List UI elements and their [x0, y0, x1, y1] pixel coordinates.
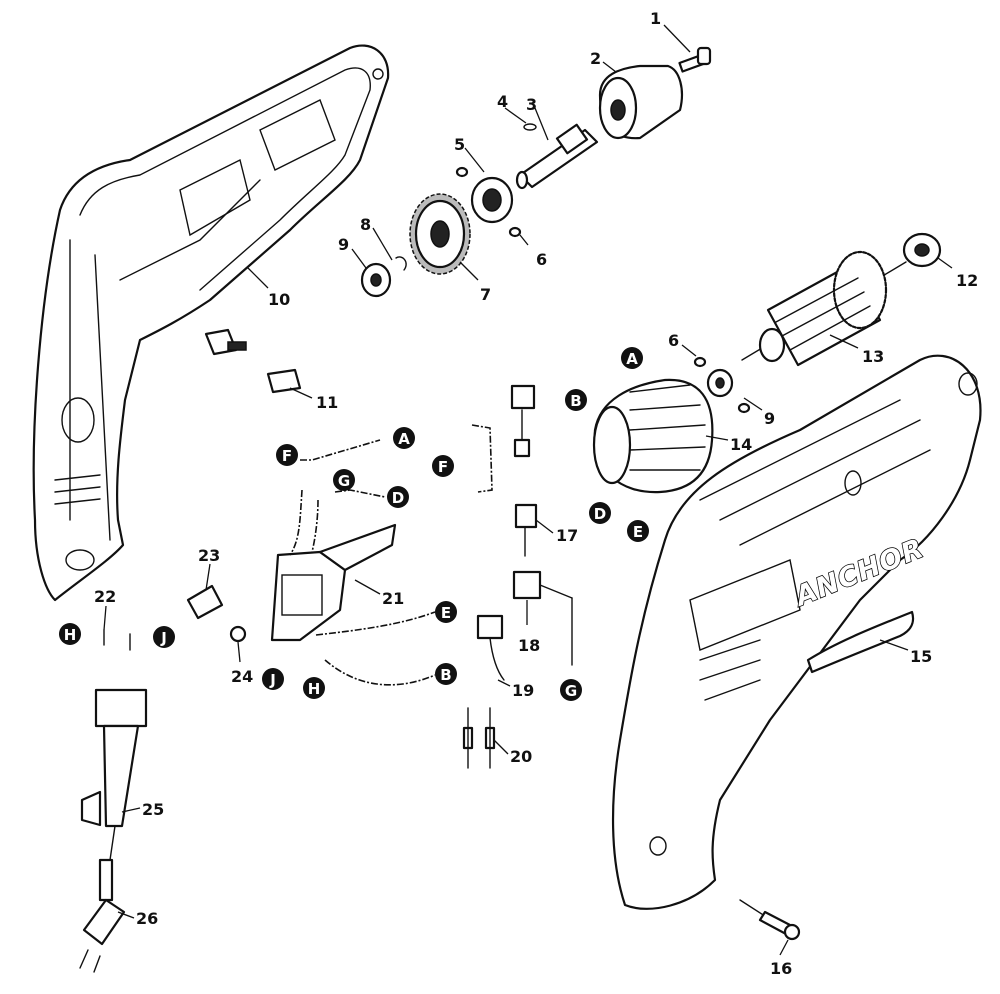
part-label-22: 22	[94, 587, 116, 606]
part-label-2: 2	[590, 49, 601, 68]
connector-badge-B: B	[435, 663, 457, 685]
retaining-ring-part	[737, 402, 751, 414]
brush-holder-part	[512, 570, 573, 666]
part-label-26: 26	[136, 909, 158, 928]
svg-text:F: F	[438, 458, 448, 476]
screw-part	[229, 625, 247, 643]
part-label-3: 3	[526, 95, 537, 114]
circlip-part	[395, 256, 407, 271]
connector-badge-E: E	[627, 520, 649, 542]
leader-lines	[103, 24, 953, 956]
spindle-part	[515, 123, 599, 190]
part-label-11: 11	[316, 393, 338, 412]
svg-text:J: J	[269, 671, 276, 689]
svg-text:B: B	[440, 666, 451, 684]
cord-guard-part	[80, 688, 148, 861]
connector-badge-F: F	[432, 455, 454, 477]
connector-badge-J: J	[153, 626, 175, 648]
connector-badge-G: G	[560, 679, 582, 701]
connector-badge-J: J	[262, 668, 284, 690]
retaining-ring-part	[693, 356, 707, 368]
connector-badge-D: D	[589, 502, 611, 524]
connector-badge-B: B	[565, 389, 587, 411]
small-bearing-part	[706, 368, 734, 398]
connector-badge-D: D	[387, 486, 409, 508]
carbon-brush-part	[514, 503, 538, 557]
svg-text:G: G	[565, 682, 577, 700]
svg-text:H: H	[64, 626, 77, 644]
connector-badge-H: H	[303, 677, 325, 699]
svg-text:D: D	[594, 505, 606, 523]
connector-badge-E: E	[435, 601, 457, 623]
part-label-20: 20	[510, 747, 532, 766]
brush-holder-part	[266, 368, 302, 394]
capacitor-part	[476, 614, 505, 681]
part-label-6: 6	[536, 250, 547, 269]
stator-part	[592, 378, 714, 494]
connector-badge-A: A	[621, 347, 643, 369]
part-label-15: 15	[910, 647, 932, 666]
part-label-7: 7	[480, 285, 491, 304]
svg-text:D: D	[392, 489, 404, 507]
part-label-9: 9	[338, 235, 349, 254]
retaining-ring-part	[455, 166, 469, 178]
part-label-12: 12	[956, 271, 978, 290]
part-label-10: 10	[268, 290, 290, 309]
part-label-24: 24	[231, 667, 253, 686]
connector-badge-A: A	[393, 427, 415, 449]
bearing-part	[470, 176, 514, 224]
key-part	[523, 123, 537, 131]
armature-part	[741, 250, 907, 367]
connector-letters: A B F G D F A B D E E H J J H G	[59, 347, 649, 701]
svg-text:E: E	[633, 523, 643, 541]
connector-badge-H: H	[59, 623, 81, 645]
svg-text:F: F	[282, 447, 292, 465]
part-label-16: 16	[770, 959, 792, 978]
part-label-23: 23	[198, 546, 220, 565]
connector-terminal-part	[462, 707, 496, 769]
svg-text:A: A	[398, 430, 410, 448]
part-label-5: 5	[454, 135, 465, 154]
part-label-25: 25	[142, 800, 164, 819]
part-label-14: 14	[730, 435, 752, 454]
armature-bearing-part	[902, 232, 942, 268]
brush-holder-part	[204, 328, 247, 356]
svg-text:H: H	[308, 680, 321, 698]
carbon-brush-part	[510, 384, 536, 458]
part-label-8: 8	[360, 215, 371, 234]
part-label-21: 21	[382, 589, 404, 608]
svg-text:J: J	[160, 629, 167, 647]
part-label-9b: 9	[764, 409, 775, 428]
retaining-ring-part	[508, 226, 522, 238]
wiring	[289, 424, 493, 686]
left-housing-half	[32, 44, 390, 602]
gear-part	[409, 193, 471, 275]
drill-chuck-part	[598, 64, 684, 140]
part-number-labels: 1 2 3 4 5 6 7 8 9 10 11 12 13 6 9 14 15 …	[94, 9, 978, 978]
housing-screw-part	[739, 899, 801, 941]
small-bearing-part	[360, 262, 392, 298]
svg-text:A: A	[626, 350, 638, 368]
cable-clamp-part	[186, 584, 224, 620]
part-label-6b: 6	[668, 331, 679, 350]
part-label-1: 1	[650, 9, 661, 28]
part-label-17: 17	[556, 526, 578, 545]
power-plug-part	[79, 858, 126, 973]
svg-text:B: B	[570, 392, 581, 410]
part-label-4: 4	[497, 92, 508, 111]
part-label-19: 19	[512, 681, 534, 700]
svg-text:E: E	[441, 604, 451, 622]
svg-text:G: G	[338, 472, 350, 490]
part-label-13: 13	[862, 347, 884, 366]
connector-badge-F: F	[276, 444, 298, 466]
connector-badge-G: G	[333, 469, 355, 491]
chuck-key-part	[678, 46, 712, 73]
trigger-switch-part	[270, 523, 397, 642]
part-label-18: 18	[518, 636, 540, 655]
